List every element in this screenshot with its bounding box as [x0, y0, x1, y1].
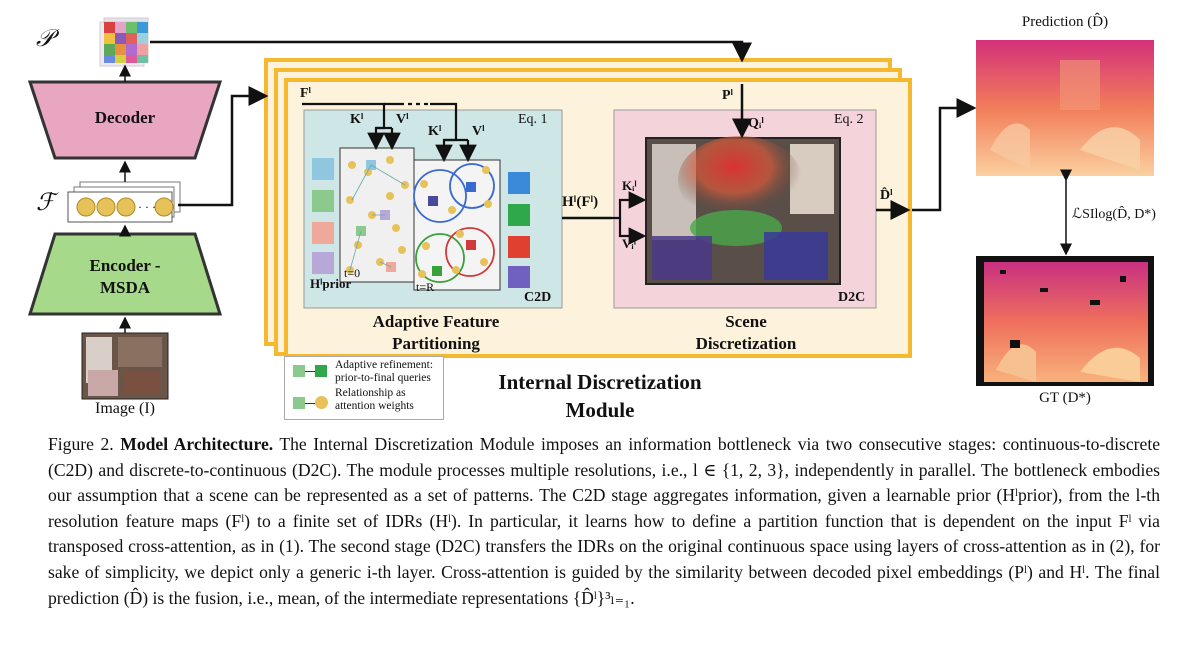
figure-caption: Figure 2. Model Architecture. The Intern… [48, 432, 1160, 611]
t0-label: t=0 [344, 266, 361, 280]
hprior-label: Hˡprior [310, 276, 352, 291]
idm-title-1: Internal Discretization [498, 370, 702, 394]
legend-text-2b: attention weights [335, 400, 414, 412]
sd-title-2: Discretization [695, 334, 797, 353]
loss-label: ℒSIlog(D̂, D*) [1072, 207, 1156, 222]
vl-label-1: Vˡ [396, 112, 409, 127]
dhat-l-label: D̂ˡ [880, 188, 893, 203]
caption-fig-num: Figure 2. [48, 434, 114, 454]
kl-label-1: Kˡ [350, 112, 364, 127]
caption-text: The Internal Discretization Module impos… [48, 434, 1161, 608]
patch-grid [99, 17, 149, 67]
image-label: Image (I) [95, 400, 155, 417]
legend-text-1a: Adaptive refinement: [335, 359, 434, 371]
tr-label: t=R [416, 280, 435, 294]
pl-label: Pˡ [722, 88, 734, 103]
idm-title-2: Module [565, 398, 635, 422]
p-symbol: 𝒫 [36, 26, 54, 52]
kl-label-2: Kˡ [428, 124, 442, 139]
vl-label-2: Vˡ [472, 124, 485, 139]
prediction-label: Prediction (D̂) [1021, 14, 1109, 30]
vi-label: Vᵢˡ [622, 236, 636, 251]
afp-title-2: Partitioning [392, 334, 480, 353]
prediction-image [976, 40, 1154, 176]
svg-text:· · ·: · · · [138, 200, 156, 214]
legend-box: Adaptive refinement: prior-to-final quer… [284, 356, 444, 420]
caption-title: Model Architecture. [120, 434, 274, 454]
qi-label: Qᵢˡ [748, 116, 764, 131]
f-symbol: ℱ [36, 190, 55, 216]
input-image [81, 332, 169, 400]
fl-label: Fˡ [300, 86, 312, 101]
decoder-label: Decoder [94, 108, 156, 127]
c2d-label: C2D [524, 290, 552, 305]
eq1-label: Eq. 1 [518, 112, 548, 127]
encoder-block [27, 232, 223, 316]
scene-image [645, 136, 841, 285]
ki-label: Kᵢˡ [622, 178, 637, 193]
gt-image [976, 256, 1154, 386]
legend-text-2a: Relationship as [335, 387, 406, 399]
encoder-label-1: Encoder - [89, 256, 161, 275]
feature-stack: · · · [67, 181, 181, 223]
d2c-label: D2C [838, 290, 866, 305]
architecture-diagram: · · · [27, 17, 1154, 400]
decoder-block [27, 80, 223, 160]
eq2-label: Eq. 2 [834, 112, 864, 127]
gt-label: GT (D*) [1039, 390, 1091, 406]
hlfl-label: Hˡ(Fˡ) [562, 194, 599, 210]
legend-text-1b: prior-to-final queries [335, 372, 431, 384]
encoder-label-2: MSDA [99, 278, 151, 297]
sd-title-1: Scene [725, 312, 767, 331]
afp-title-1: Adaptive Feature [372, 312, 500, 331]
